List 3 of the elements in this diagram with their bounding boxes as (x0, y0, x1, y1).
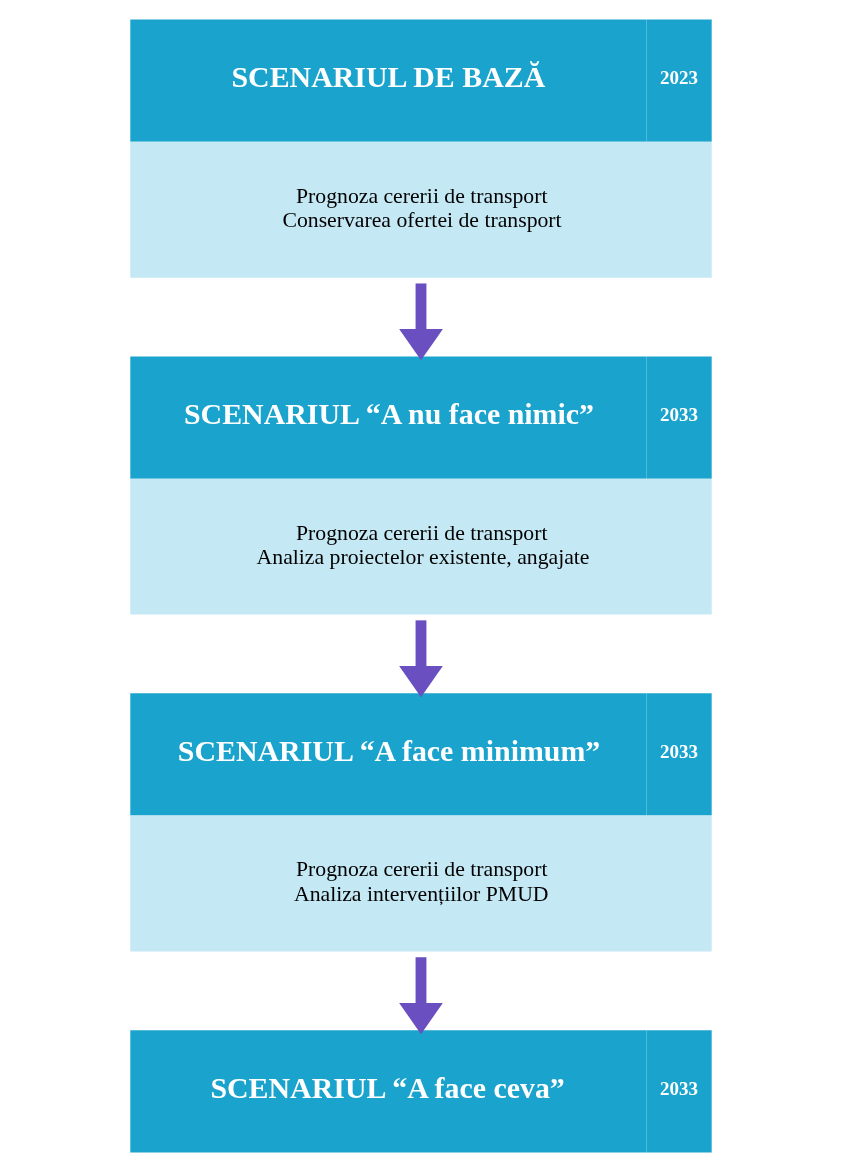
arrow (398, 620, 443, 698)
arrow (398, 957, 443, 1035)
arrow (398, 283, 443, 361)
